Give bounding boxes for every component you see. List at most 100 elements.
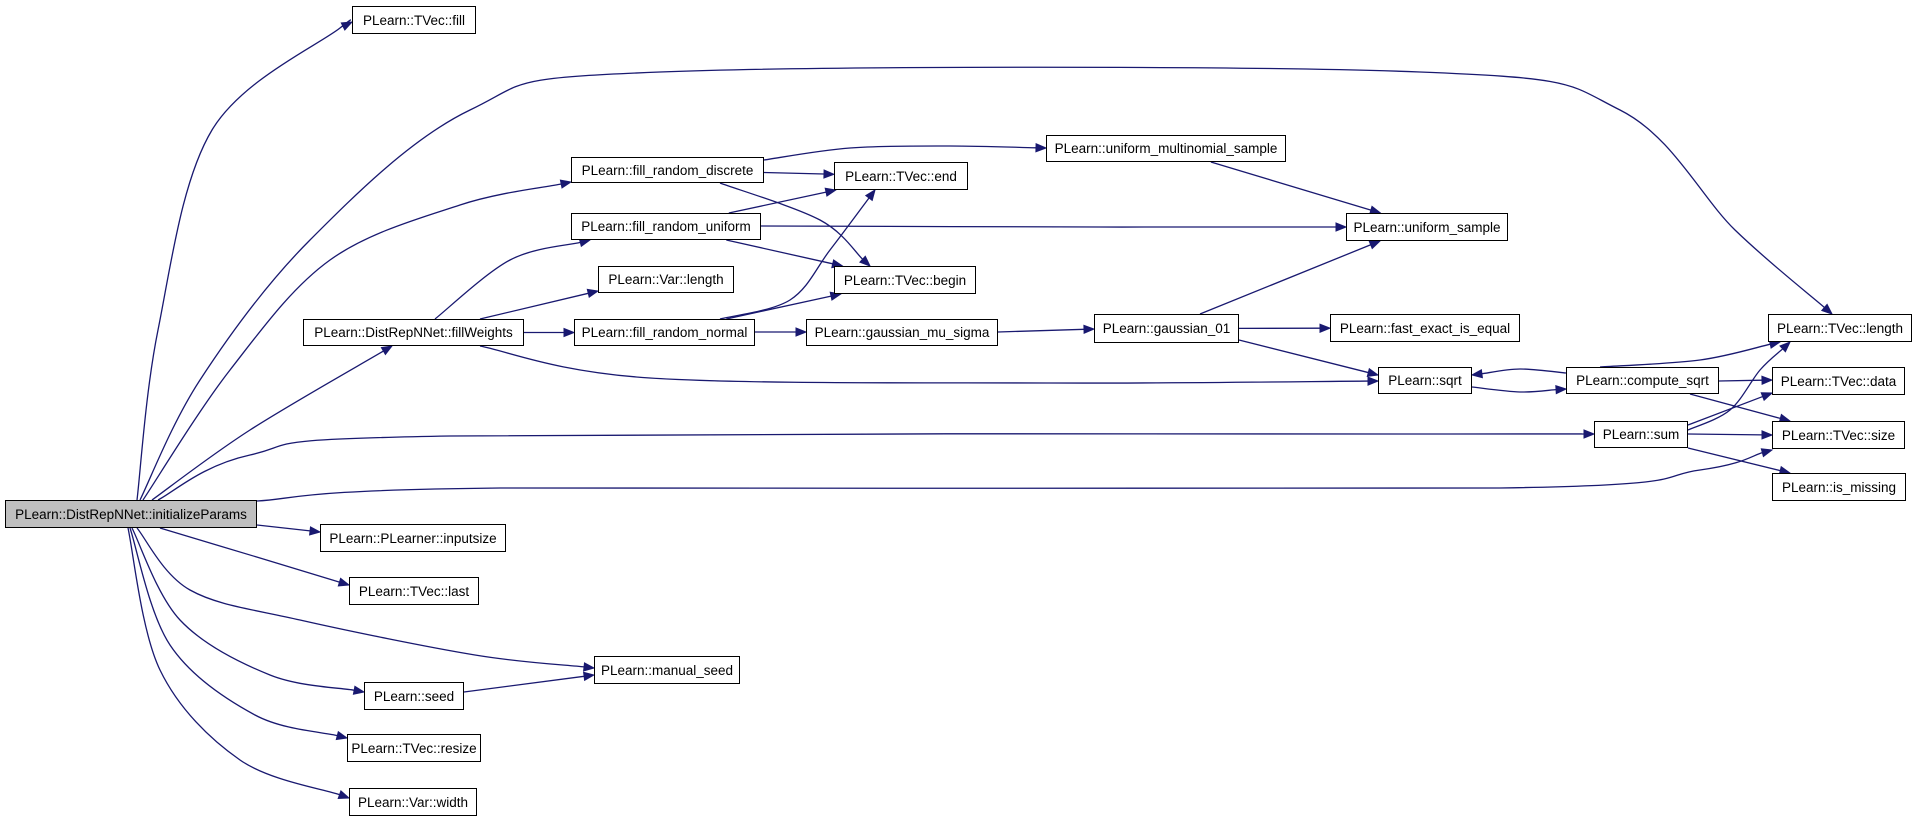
edge-fill-random-normal-to-tvec-begin	[726, 291, 843, 320]
edge-sum-to-tvec-size	[1687, 430, 1774, 440]
arrowhead	[1335, 222, 1348, 232]
edge-line	[1687, 348, 1784, 431]
arrowhead	[337, 577, 351, 587]
edge-line	[1687, 395, 1763, 426]
arrowhead	[1366, 367, 1380, 377]
node-fill-random-discrete[interactable]: PLearn::fill_random_discrete	[571, 157, 764, 183]
edge-line	[463, 675, 585, 693]
edge-line	[763, 145, 1037, 161]
node-gaussian-01[interactable]: PLearn::gaussian_01	[1094, 314, 1239, 343]
edge-line	[1210, 161, 1372, 211]
node-fillWeights[interactable]: PLearn::DistRepNNet::fillWeights	[303, 319, 524, 346]
edge-line	[129, 527, 338, 737]
edge-line	[726, 239, 833, 265]
arrowhead	[1319, 323, 1332, 333]
edge-line	[136, 527, 585, 668]
edge-gaussian-01-to-fast-exact-is-equal	[1238, 323, 1332, 333]
edge-line	[139, 66, 1825, 501]
arrowhead	[1470, 369, 1483, 379]
node-sqrt[interactable]: PLearn::sqrt	[1378, 367, 1472, 394]
node-sum[interactable]: PLearn::sum	[1594, 421, 1688, 448]
edge-fillWeights-to-var-length	[479, 288, 600, 320]
node-tvec-resize[interactable]: PLearn::TVec::resize	[347, 734, 481, 762]
edge-compute-sqrt-to-tvec-size	[1689, 393, 1792, 423]
node-fill-random-normal[interactable]: PLearn::fill_random_normal	[574, 319, 755, 346]
edge-line	[1687, 447, 1781, 472]
node-fill-random-uniform[interactable]: PLearn::fill_random_uniform	[571, 213, 761, 240]
arrowhead	[335, 730, 349, 741]
edge-gaussian-01-to-sqrt	[1238, 339, 1380, 377]
edge-line	[763, 171, 825, 175]
node-initializeParams[interactable]: PLearn::DistRepNNet::initializeParams	[5, 500, 257, 528]
arrowhead	[1760, 448, 1774, 458]
edge-initializeParams-to-tvec-last	[159, 527, 351, 587]
edge-compute-sqrt-to-sqrt	[1470, 368, 1567, 379]
node-seed[interactable]: PLearn::seed	[364, 682, 464, 710]
arrowhead	[1555, 384, 1568, 395]
edge-fill-random-uniform-to-uniform-sample	[760, 222, 1348, 232]
node-fast-exact-is-equal[interactable]: PLearn::fast_exact_is_equal	[1330, 314, 1520, 342]
edge-initializeParams-to-tvec-length	[139, 66, 1834, 501]
node-compute-sqrt[interactable]: PLearn::compute_sqrt	[1566, 367, 1719, 394]
node-uniform-sample[interactable]: PLearn::uniform_sample	[1346, 213, 1508, 241]
arrowhead	[795, 327, 808, 337]
arrowhead	[337, 790, 351, 800]
node-fill[interactable]: PLearn::TVec::fill	[352, 6, 476, 34]
node-tvec-size[interactable]: PLearn::TVec::size	[1772, 421, 1905, 449]
edge-line	[760, 225, 1337, 228]
arrowhead	[586, 288, 600, 299]
arrowhead	[340, 21, 354, 31]
node-tvec-last[interactable]: PLearn::TVec::last	[349, 577, 479, 605]
edge-line	[142, 183, 562, 501]
edge-compute-sqrt-to-tvec-data	[1718, 375, 1774, 385]
arrowhead	[1761, 430, 1774, 440]
arrowhead	[824, 187, 838, 197]
node-tvec-end[interactable]: PLearn::TVec::end	[834, 162, 968, 190]
edge-fill-random-normal-to-tvec-end	[719, 188, 876, 320]
edge-line	[1481, 368, 1567, 375]
node-var-length[interactable]: PLearn::Var::length	[598, 266, 734, 293]
edge-initializeParams-to-manual-seed	[136, 527, 596, 672]
edge-line	[719, 182, 864, 260]
arrowhead	[1367, 376, 1380, 386]
edge-initializeParams-to-tvec-resize	[129, 527, 349, 741]
arrowhead	[563, 327, 576, 338]
node-var-width[interactable]: PLearn::Var::width	[349, 788, 477, 816]
edge-initializeParams-to-var-width	[127, 527, 351, 800]
edge-fill-random-uniform-to-tvec-end	[728, 187, 838, 214]
arrowhead	[1035, 143, 1048, 153]
edge-line	[1718, 379, 1763, 382]
edge-initializeParams-to-fillWeights	[151, 345, 394, 501]
edge-line	[479, 292, 589, 320]
edge-sum-to-tvec-data	[1687, 392, 1774, 426]
node-uniform-multinomial-sample[interactable]: PLearn::uniform_multinomial_sample	[1046, 135, 1286, 162]
arrowhead	[559, 179, 573, 189]
arrowhead	[1779, 341, 1791, 353]
edge-seed-to-manual-seed	[463, 671, 596, 693]
edge-initializeParams-to-tvec-size	[256, 448, 1774, 502]
node-gaussian-mu-sigma[interactable]: PLearn::gaussian_mu_sigma	[806, 319, 998, 346]
edge-fill-random-uniform-to-tvec-begin	[726, 239, 844, 269]
edge-fill-random-discrete-to-tvec-end	[763, 169, 836, 179]
node-tvec-data[interactable]: PLearn::TVec::data	[1772, 367, 1905, 395]
edge-compute-sqrt-to-tvec-length	[1599, 339, 1782, 368]
node-inputsize[interactable]: PLearn::PLearner::inputsize	[320, 524, 506, 552]
node-is-missing[interactable]: PLearn::is_missing	[1772, 473, 1906, 501]
edge-line	[256, 452, 1763, 502]
arrowhead	[864, 188, 876, 202]
edge-initializeParams-to-fill	[136, 19, 354, 501]
edge-fill-random-discrete-to-uniform-multinomial-sample	[763, 143, 1048, 161]
edge-initializeParams-to-seed	[131, 527, 366, 695]
edge-fillWeights-to-fill-random-uniform	[434, 237, 592, 320]
edge-line	[1199, 244, 1371, 315]
arrowhead	[309, 526, 322, 536]
node-tvec-length[interactable]: PLearn::TVec::length	[1768, 314, 1912, 342]
edge-line	[719, 197, 870, 320]
edge-sqrt-to-compute-sqrt	[1471, 384, 1568, 395]
edge-line	[479, 345, 1369, 384]
node-tvec-begin[interactable]: PLearn::TVec::begin	[834, 266, 976, 294]
edge-gaussian-mu-sigma-to-gaussian-01	[997, 324, 1096, 335]
edge-fill-random-discrete-to-tvec-begin	[719, 182, 871, 267]
edge-uniform-multinomial-sample-to-uniform-sample	[1210, 161, 1382, 215]
node-manual-seed[interactable]: PLearn::manual_seed	[594, 656, 740, 684]
